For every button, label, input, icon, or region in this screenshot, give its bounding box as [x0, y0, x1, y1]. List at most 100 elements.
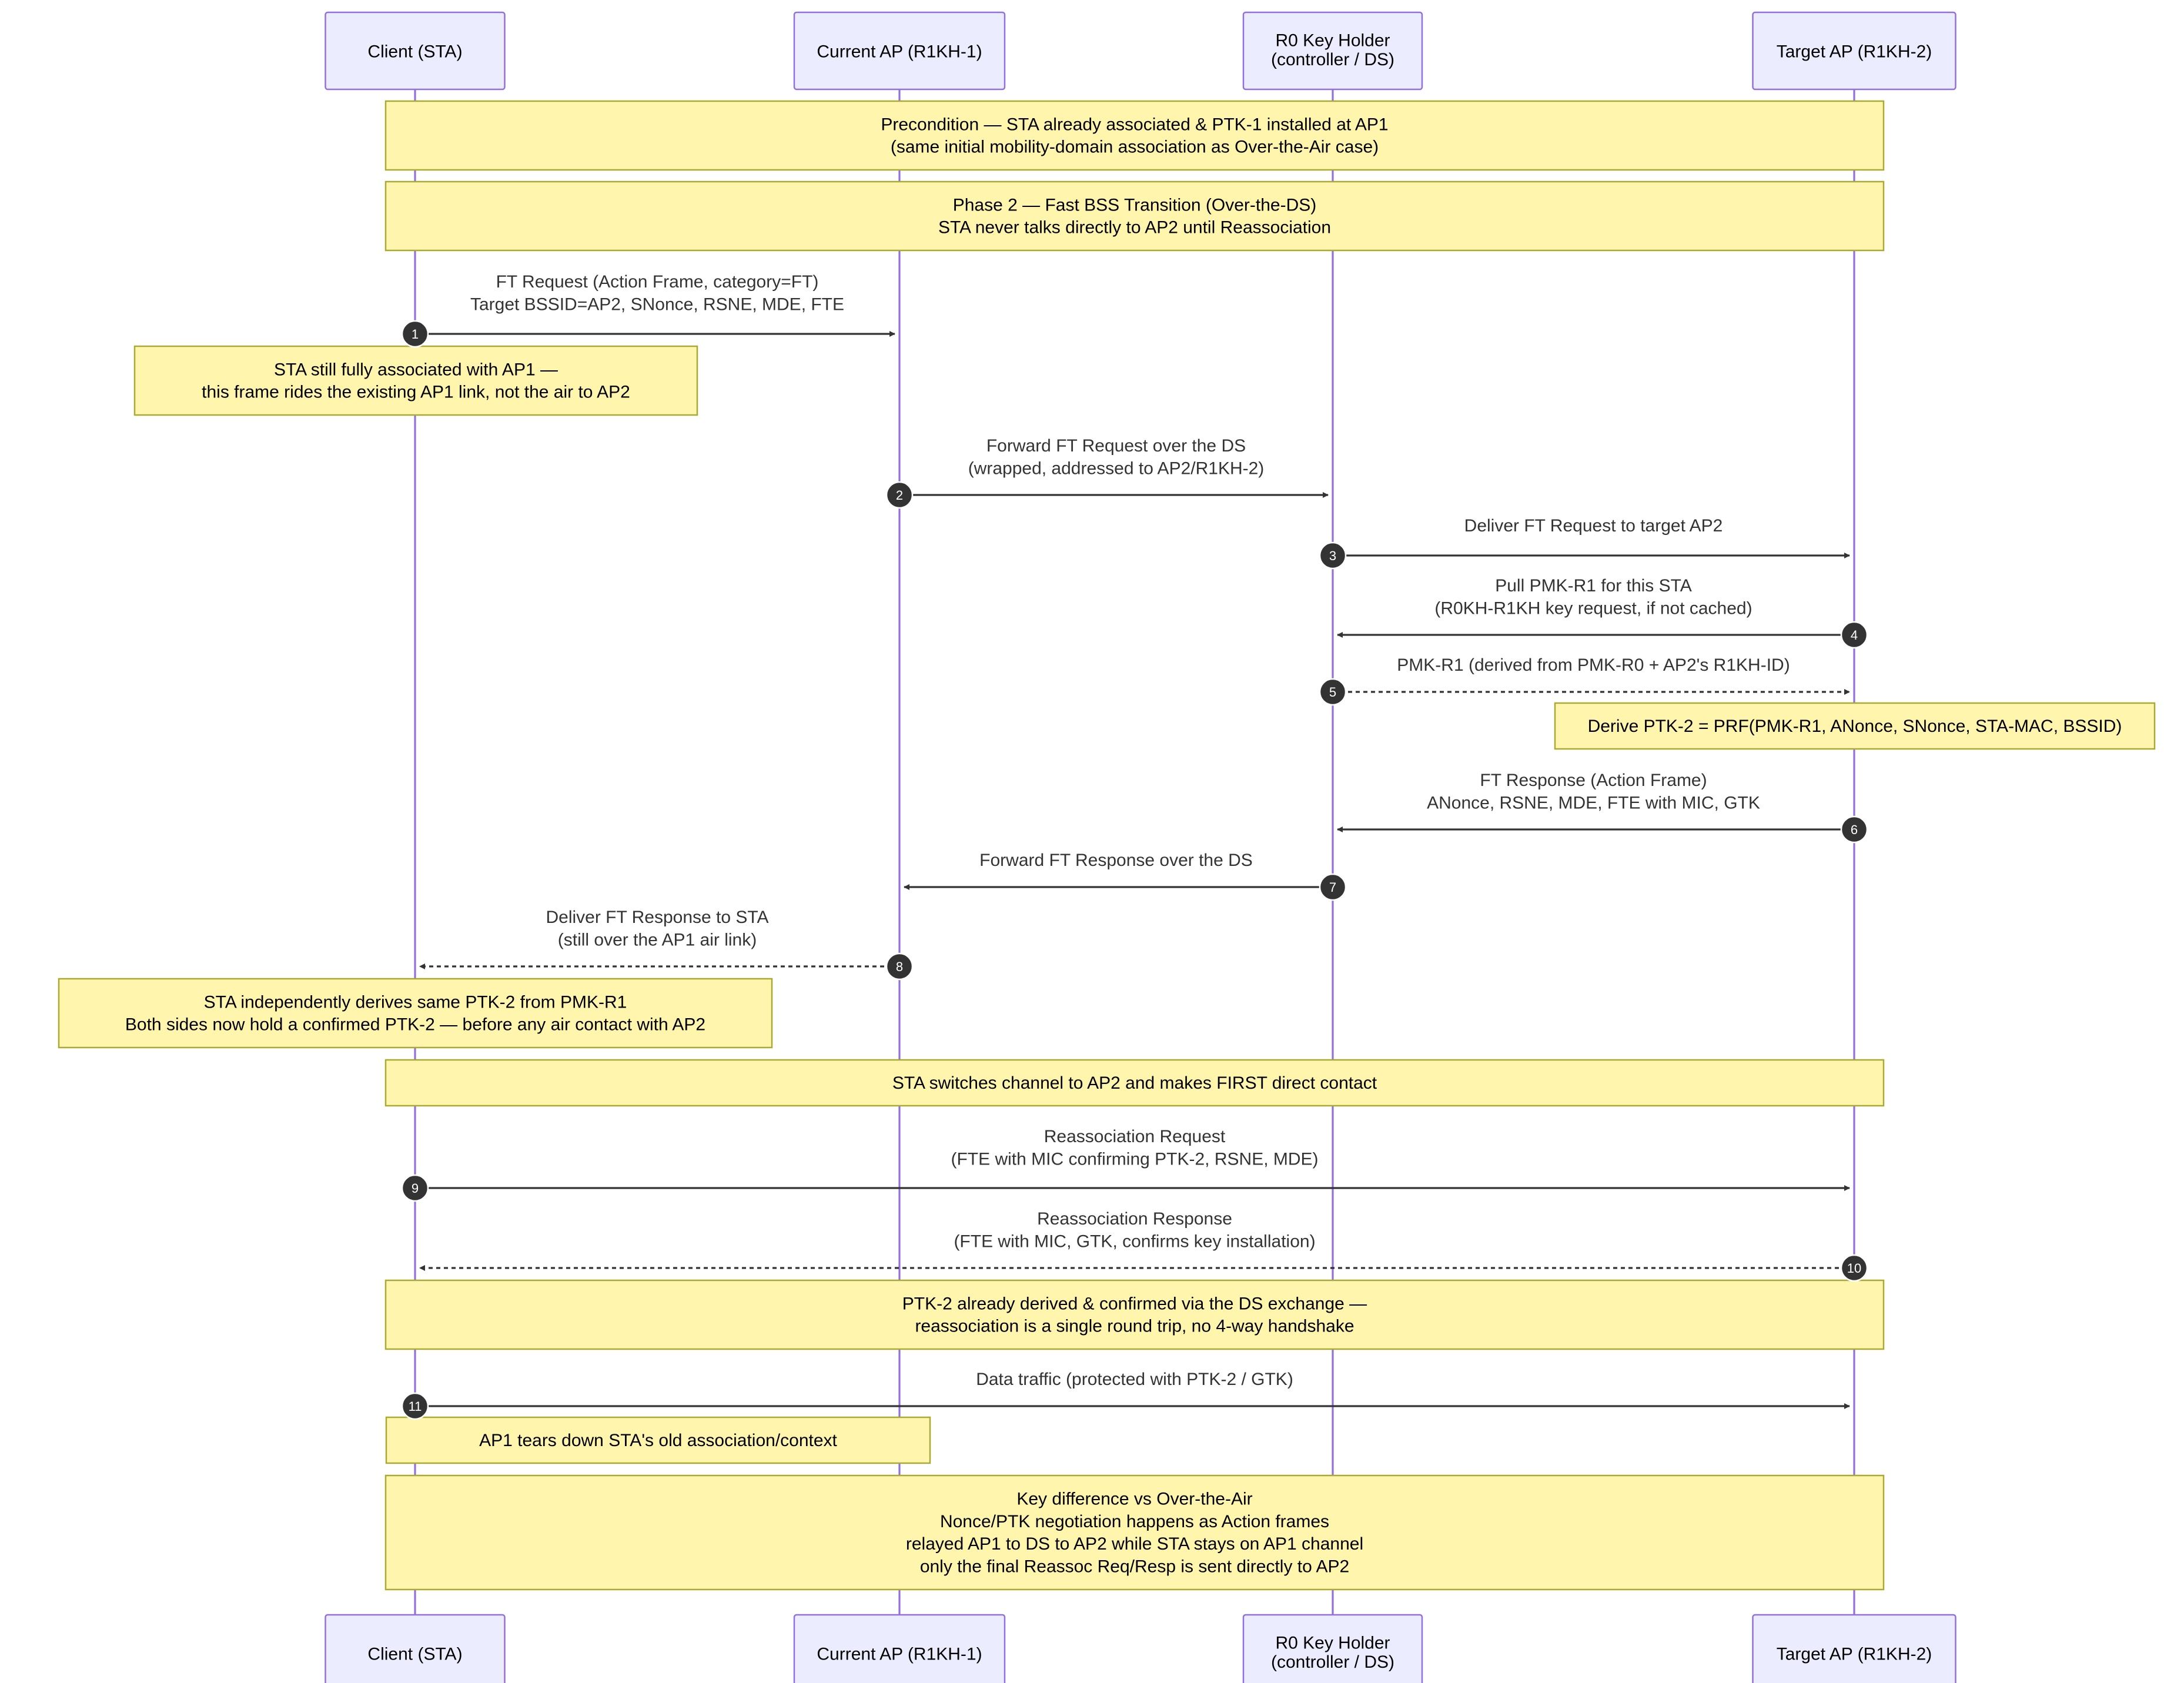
sequence-number-badge: 3	[1319, 541, 1347, 570]
message-5: PMK-R1 (derived from PMK-R0 + AP2's R1KH…	[1319, 655, 1850, 706]
message-10: Reassociation Response (FTE with MIC, GTK…	[419, 1209, 1868, 1282]
actor-box	[325, 1614, 506, 1683]
note-box	[1554, 702, 2156, 750]
actor-ap2-top: Target AP (R1KH-2)	[1752, 11, 1956, 91]
message-label: Forward FT Response over the DS	[979, 851, 1253, 870]
badge-circle	[1840, 621, 1868, 649]
message-label: Deliver FT Response to STA	[546, 908, 768, 927]
note-text: only the final Reassoc Req/Resp is sent …	[920, 1557, 1349, 1577]
sequence-number-badge: 10	[1840, 1254, 1868, 1282]
message-label: Reassociation Request	[1044, 1127, 1226, 1146]
sequence-number: 8	[896, 959, 903, 974]
message-label: Deliver FT Request to target AP2	[1464, 516, 1723, 536]
badge-circle	[1319, 678, 1347, 706]
note-sta-still-associated: STA still fully associated with AP1 —thi…	[133, 345, 698, 416]
badge-circle	[401, 1392, 429, 1420]
note-box	[384, 1059, 1885, 1107]
note-box	[384, 1279, 1885, 1350]
message-label: Reassociation Response	[1037, 1209, 1232, 1229]
message-label: ANonce, RSNE, MDE, FTE with MIC, GTK	[1427, 793, 1760, 812]
badge-circle	[1840, 815, 1868, 844]
sequence-number: 10	[1847, 1261, 1861, 1276]
message-label: Pull PMK-R1 for this STA	[1495, 576, 1692, 595]
note-text: Phase 2 — Fast BSS Transition (Over-the-…	[953, 195, 1317, 215]
badge-circle	[885, 952, 914, 981]
messages: FT Request (Action Frame, category=FT)Ta…	[401, 272, 1868, 1420]
message-label: (FTE with MIC confirming PTK-2, RSNE, MD…	[951, 1149, 1318, 1169]
actor-label: Client (STA)	[367, 42, 462, 62]
note-key-difference: Key difference vs Over-the-AirNonce/PTK …	[384, 1474, 1885, 1591]
message-label: (wrapped, addressed to AP2/R1KH-2)	[968, 459, 1265, 478]
note-text: PTK-2 already derived & confirmed via th…	[902, 1294, 1367, 1313]
note-text: STA never talks directly to AP2 until Re…	[938, 218, 1331, 237]
message-label: FT Response (Action Frame)	[1480, 771, 1707, 790]
actor-label: Target AP (R1KH-2)	[1777, 42, 1932, 62]
actor-r0-top: R0 Key Holder(controller / DS)	[1242, 11, 1423, 91]
message-label: (still over the AP1 air link)	[558, 930, 757, 949]
badge-circle	[1319, 873, 1347, 901]
note-box	[385, 1416, 931, 1464]
badge-circle	[1840, 1254, 1868, 1282]
actor-label: R0 Key Holder	[1275, 1633, 1390, 1652]
actors: Client (STA) Client (STA) Current AP (R1KH…	[325, 11, 1956, 1683]
actor-box	[793, 1614, 1006, 1683]
note-text: Key difference vs Over-the-Air	[1016, 1489, 1252, 1508]
actor-ap1-top: Current AP (R1KH-1)	[793, 11, 1006, 91]
message-8: Deliver FT Response to STA (still over th…	[419, 908, 914, 981]
actor-box	[1242, 1614, 1423, 1683]
message-label: Target BSSID=AP2, SNonce, RSNE, MDE, FTE	[470, 295, 844, 314]
message-11: Data traffic (protected with PTK-2 / GTK…	[401, 1370, 1850, 1420]
actor-box	[1752, 11, 1956, 91]
note-box	[384, 180, 1885, 252]
sequence-number-badge: 6	[1840, 815, 1868, 844]
actor-r0-bottom: R0 Key Holder(controller / DS)	[1242, 1614, 1423, 1683]
actor-box	[325, 11, 506, 91]
sequence-number: 11	[409, 1399, 422, 1414]
note-ap1-teardown: AP1 tears down STA's old association/con…	[385, 1416, 931, 1464]
sequence-number: 1	[412, 327, 419, 342]
sequence-number: 2	[896, 488, 903, 503]
note-box	[384, 1474, 1885, 1591]
note-sta-derives: STA independently derives same PTK-2 fro…	[58, 978, 773, 1049]
message-label: (R0KH-R1KH key request, if not cached)	[1434, 598, 1752, 618]
sequence-number-badge: 5	[1319, 678, 1347, 706]
actor-label: Current AP (R1KH-1)	[817, 42, 982, 62]
sequence-number-badge: 7	[1319, 873, 1347, 901]
actor-label: Target AP (R1KH-2)	[1777, 1645, 1932, 1664]
sequence-number: 9	[412, 1181, 419, 1196]
sequence-number: 4	[1851, 628, 1858, 643]
actor-label: Client (STA)	[367, 1645, 462, 1664]
message-6: FT Response (Action Frame) ANonce, RSNE, …	[1337, 771, 1868, 844]
message-3: Deliver FT Request to target AP2 3	[1319, 516, 1850, 570]
actor-label: R0 Key Holder	[1275, 31, 1390, 50]
sequence-number-badge: 8	[885, 952, 914, 981]
note-text: STA switches channel to AP2 and makes FI…	[892, 1073, 1377, 1093]
actor-ap2-bottom: Target AP (R1KH-2)	[1752, 1614, 1956, 1683]
message-label: PMK-R1 (derived from PMK-R0 + AP2's R1KH…	[1397, 655, 1790, 675]
note-phase-2: Phase 2 — Fast BSS Transition (Over-the-…	[384, 180, 1885, 252]
note-text: Derive PTK-2 = PRF(PMK-R1, ANonce, SNonc…	[1588, 717, 2122, 736]
note-text: relayed AP1 to DS to AP2 while STA stays…	[906, 1534, 1363, 1554]
note-text: Precondition — STA already associated & …	[881, 115, 1388, 134]
actor-label: Current AP (R1KH-1)	[817, 1645, 982, 1664]
note-text: this frame rides the existing AP1 link, …	[202, 383, 630, 402]
actor-label: (controller / DS)	[1271, 50, 1394, 69]
sequence-number: 3	[1329, 548, 1336, 563]
note-derive-ptk2: Derive PTK-2 = PRF(PMK-R1, ANonce, SNonc…	[1554, 702, 2156, 750]
sequence-number: 6	[1851, 822, 1858, 837]
message-1: FT Request (Action Frame, category=FT)Ta…	[401, 272, 895, 348]
note-text: Nonce/PTK negotiation happens as Action …	[940, 1512, 1329, 1531]
note-ptk2-confirmed: PTK-2 already derived & confirmed via th…	[384, 1279, 1885, 1350]
lifelines	[414, 89, 1855, 1615]
actor-label: (controller / DS)	[1271, 1652, 1394, 1672]
actor-ap1-bottom: Current AP (R1KH-1)	[793, 1614, 1006, 1683]
actor-box	[1242, 11, 1423, 91]
message-label: Data traffic (protected with PTK-2 / GTK…	[976, 1370, 1293, 1389]
sequence-number: 5	[1329, 685, 1336, 700]
sequence-number-badge: 4	[1840, 621, 1868, 649]
message-label: (FTE with MIC, GTK, confirms key install…	[954, 1232, 1315, 1251]
note-text: AP1 tears down STA's old association/con…	[479, 1431, 837, 1450]
badge-circle	[885, 481, 914, 509]
actor-box	[1752, 1614, 1956, 1683]
